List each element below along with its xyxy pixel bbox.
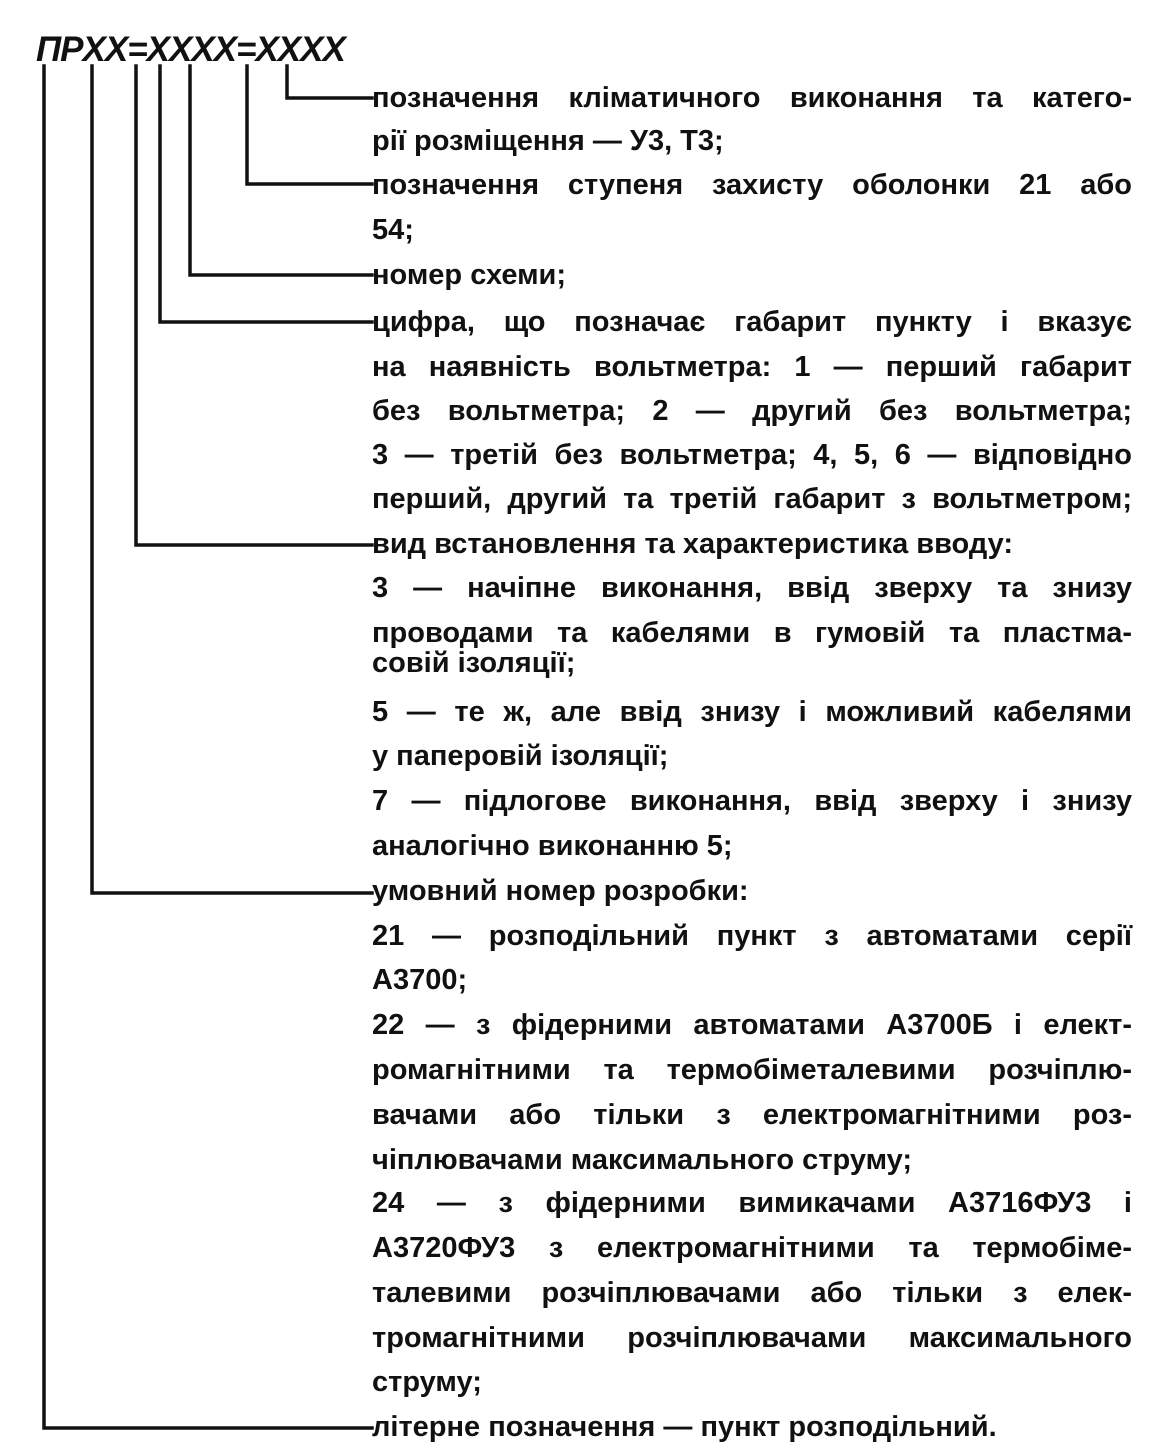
leader-line-size <box>158 64 374 324</box>
development-line-6: вачами або тільки з електромагнітними ро… <box>372 1099 1132 1131</box>
development-line-8: 24 — з фідерними вимикачами А3716ФУ3 і <box>372 1187 1132 1219</box>
development-line-1: умовний номер розробки: <box>372 875 749 907</box>
install-line-5: 5 — те ж, але ввід знизу і можливий кабе… <box>372 696 1132 728</box>
size-line-5: перший, другий та третій габарит з вольт… <box>372 483 1132 515</box>
size-line-3: без вольтметра; 2 — другий без вольтметр… <box>372 395 1132 427</box>
leader-line-protection <box>245 64 374 186</box>
install-line-8: аналогічно виконанню 5; <box>372 830 733 862</box>
install-line-1: вид встановлення та характеристика вводу… <box>372 528 1014 560</box>
size-line-1: цифра, що позначає габарит пункту і вказ… <box>372 306 1132 338</box>
development-line-4: 22 — з фідерними автоматами А3700Б і еле… <box>372 1009 1132 1041</box>
install-line-6: у паперовій ізоляції; <box>372 740 669 772</box>
leader-line-scheme <box>188 64 374 277</box>
climate-line-2: рії розміщення — У3, Т3; <box>372 125 724 157</box>
protection-line-1: позначення ступеня захисту оболонки 21 а… <box>372 169 1132 201</box>
development-line-7: чіплювачами максимального струму; <box>372 1144 913 1176</box>
install-line-4: совій ізоляції; <box>372 647 576 679</box>
install-line-2: 3 — начіпне виконання, ввід зверху та зн… <box>372 572 1132 604</box>
letter-line-1: літерне позначення — пункт розподільний. <box>372 1411 997 1443</box>
protection-line-2: 54; <box>372 214 414 246</box>
size-line-4: 3 — третій без вольтметра; 4, 5, 6 — від… <box>372 439 1132 471</box>
development-line-9: А3720ФУ3 з електромагнітними та термобім… <box>372 1232 1132 1264</box>
development-line-12: струму; <box>372 1366 482 1398</box>
designation-code: ПРXX=XXXX=XXXX <box>36 30 346 69</box>
development-line-10: талевими розчіплювачами або тільки з еле… <box>372 1277 1132 1309</box>
install-line-3: проводами та кабелями в гумовій та пласт… <box>372 617 1132 649</box>
climate-line-1: позначення кліматичного виконання та кат… <box>372 82 1132 114</box>
leader-line-letter <box>42 64 374 1430</box>
development-line-3: А3700; <box>372 964 468 996</box>
development-line-5: ромагнітними та термобіметалевими розчіп… <box>372 1054 1132 1086</box>
development-line-11: тромагнітними розчіплювачами максимально… <box>372 1322 1132 1354</box>
development-line-2: 21 — розподільний пункт з автоматами сер… <box>372 920 1132 952</box>
scheme-line-1: номер схеми; <box>372 259 567 291</box>
install-line-7: 7 — підлогове виконання, ввід зверху і з… <box>372 785 1132 817</box>
leader-line-climate <box>285 64 374 100</box>
leader-line-install <box>134 64 374 547</box>
size-line-2: на наявність вольтметра: 1 — перший габа… <box>372 351 1132 383</box>
leader-line-development <box>90 64 374 895</box>
